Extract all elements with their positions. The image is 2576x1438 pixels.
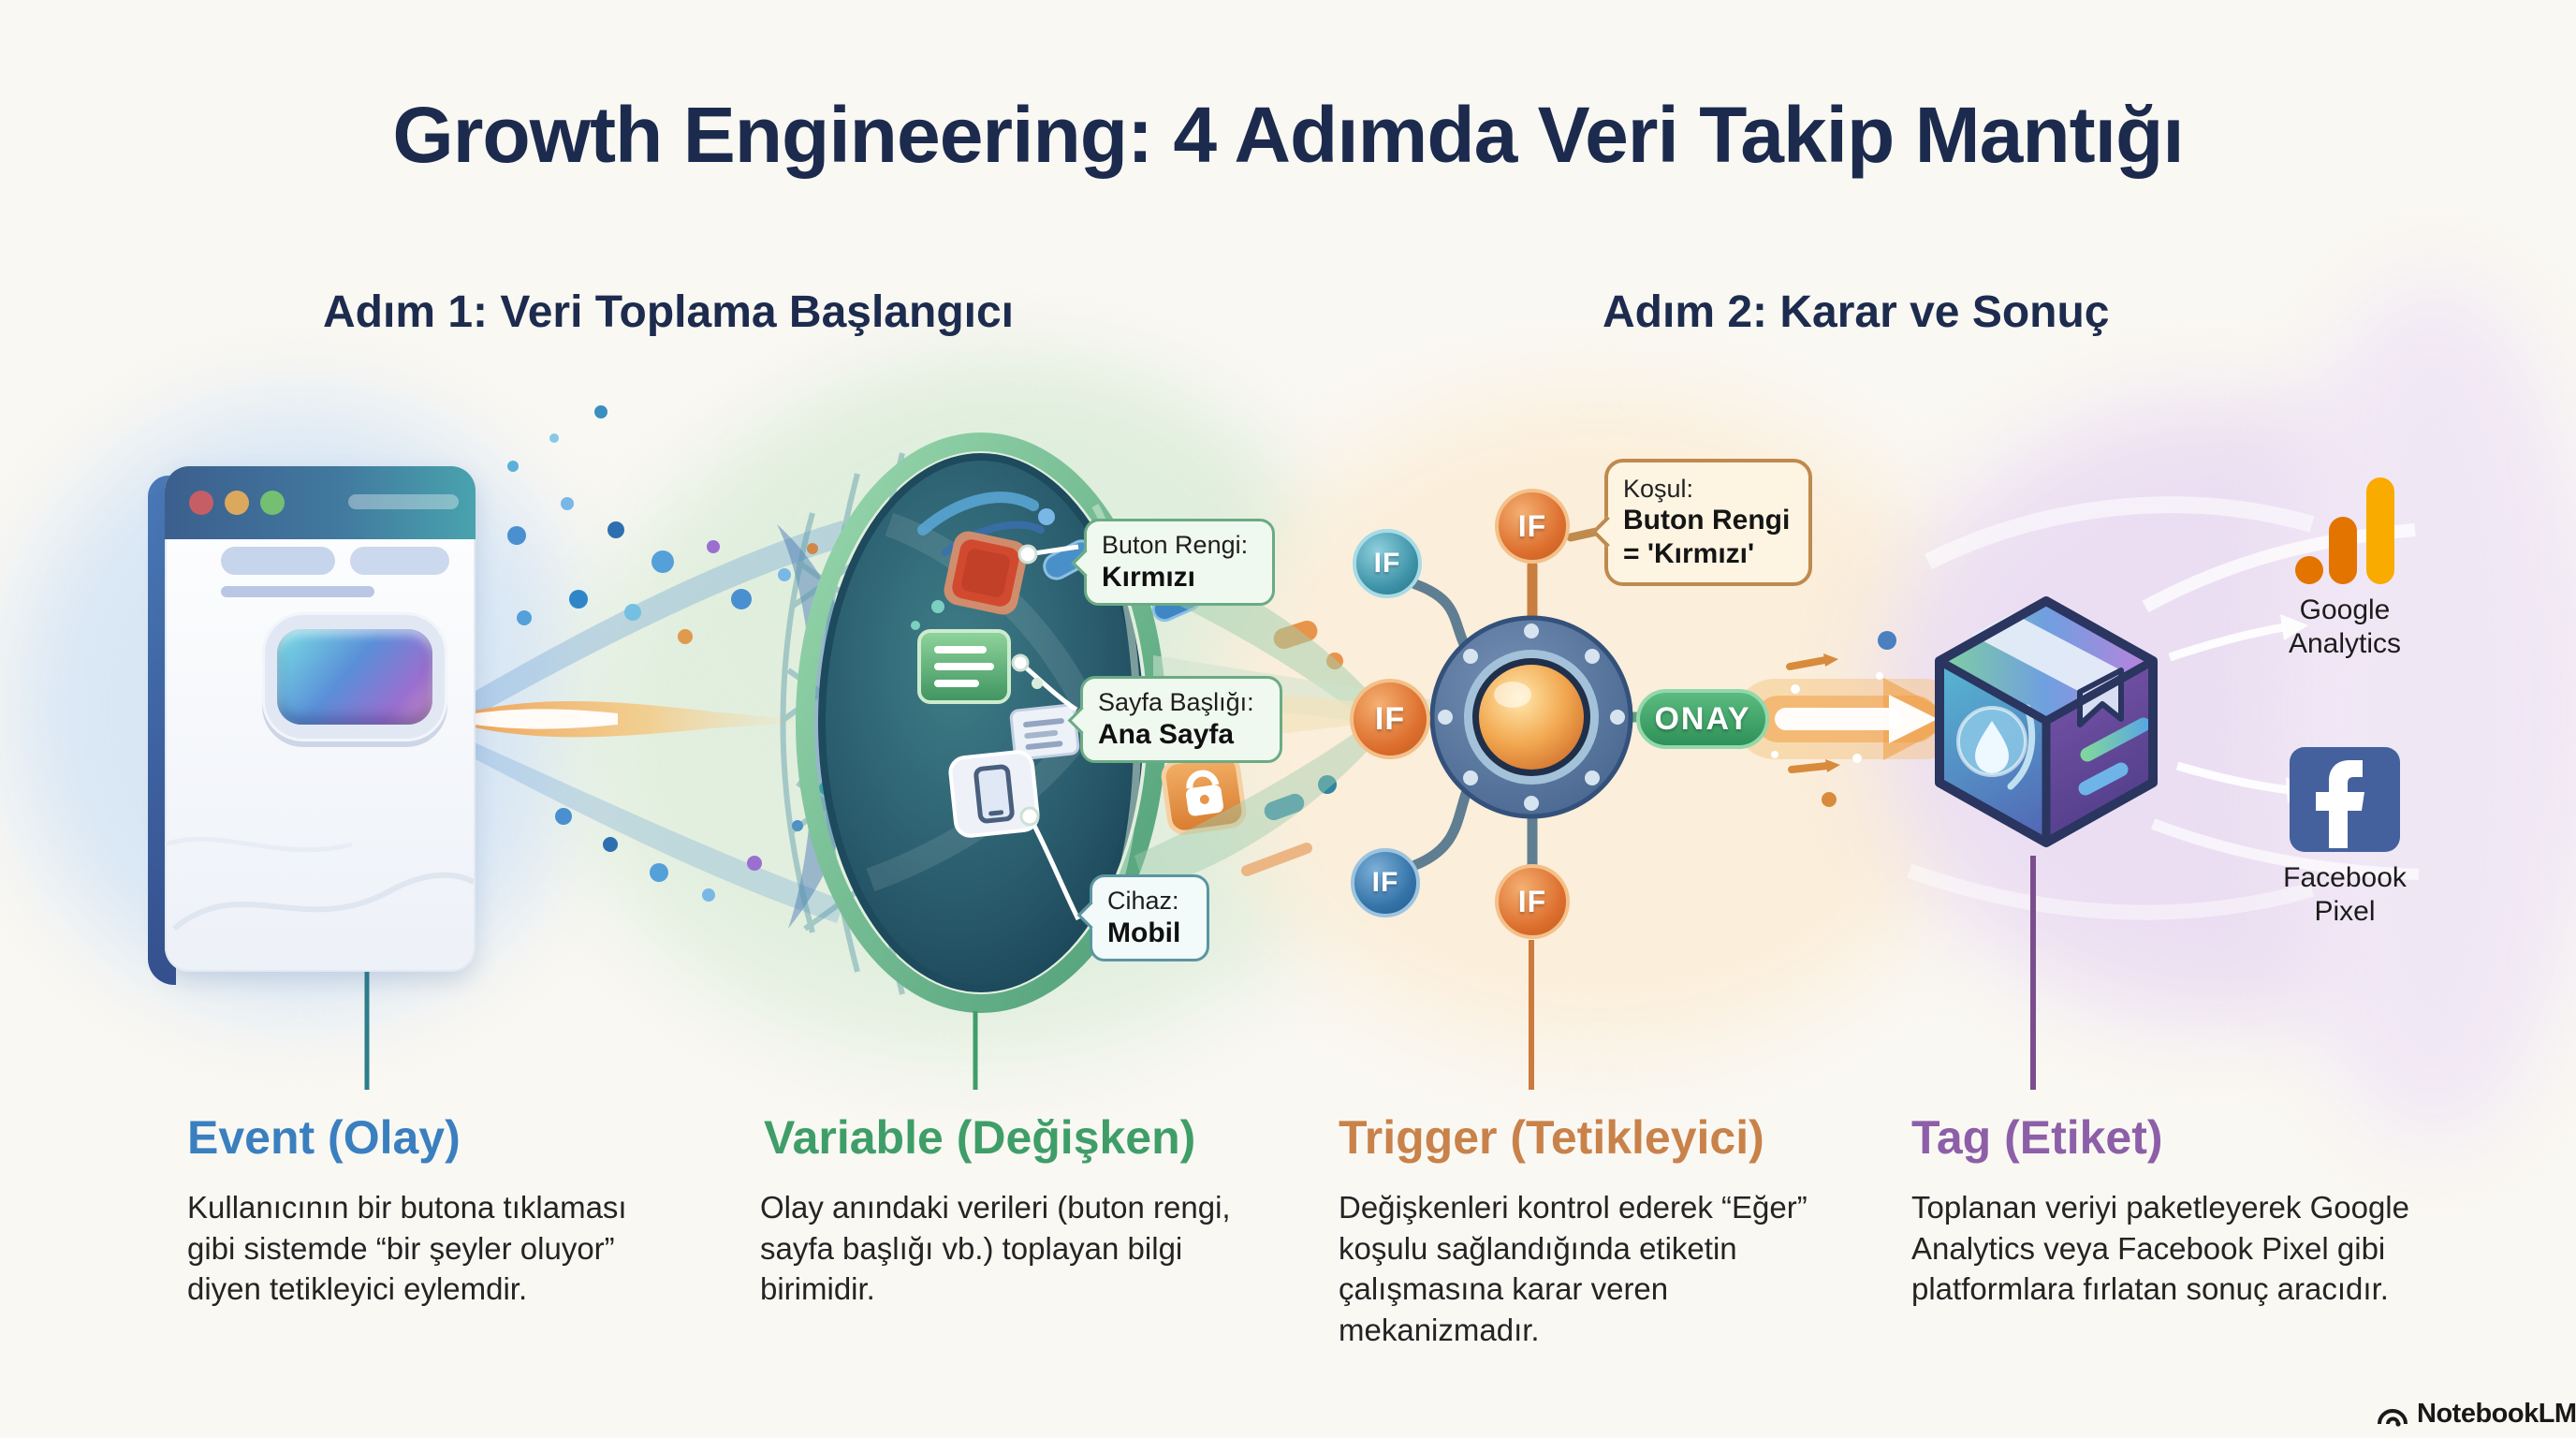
callout-connector-dots: [1011, 544, 1081, 921]
callout-label: Sayfa Başlığı:: [1098, 688, 1254, 716]
if-node-orange-left: IF: [1350, 679, 1430, 759]
callout-page-title: Sayfa Başlığı: Ana Sayfa: [1080, 676, 1282, 764]
if-node-blue: IF: [1351, 848, 1420, 917]
splash-dots: [244, 405, 832, 902]
column-description-trigger: Değişkenleri kontrol ederek “Eğer” koşul…: [1339, 1190, 1808, 1347]
mobile-device-icon: [948, 750, 1040, 838]
background-blob-purple-right: [2275, 281, 2576, 1142]
content-placeholder: [221, 547, 335, 575]
address-bar-placeholder: [348, 494, 459, 509]
content-placeholder: [350, 547, 449, 575]
callout-value: Ana Sayfa: [1098, 718, 1235, 750]
if-node-orange-top: IF: [1495, 489, 1570, 564]
callout-label: Buton Rengi:: [1102, 531, 1249, 559]
window-dot-yellow-icon: [225, 491, 249, 515]
content-placeholder: [221, 586, 374, 597]
callout-device: Cihaz: Mobil: [1090, 874, 1209, 962]
column-heading-event: Event (Olay): [187, 1111, 461, 1164]
notebooklm-icon: [2378, 1408, 2408, 1427]
google-analytics-label: Google Analytics: [2288, 594, 2402, 659]
lock-icon: [1161, 753, 1247, 835]
column-description-event: Kullanıcının bir butona tıklaması gibi s…: [187, 1190, 627, 1307]
approve-badge: ONAY: [1636, 689, 1769, 749]
facebook-f-glyph: [2316, 760, 2364, 848]
window-dot-red-icon: [189, 491, 213, 515]
column-description-tag: Toplanan veriyi paketleyerek Google Anal…: [1911, 1190, 2409, 1307]
tag-box-icon: [1907, 496, 2315, 920]
browser-window-illustration: [165, 466, 476, 972]
callout-button-color: Buton Rengi: Kırmızı: [1084, 519, 1275, 607]
cta-button-face: [277, 629, 432, 725]
cta-button-illustration: [262, 612, 447, 741]
window-dot-green-icon: [260, 491, 285, 515]
section-heading-step1: Adım 1: Veri Toplama Başlangıcı: [323, 287, 1014, 337]
callout-label: Cihaz:: [1107, 887, 1179, 915]
if-node-teal: IF: [1353, 529, 1422, 598]
watermark-text: NotebookLM: [2417, 1399, 2576, 1429]
column-description-variable: Olay anındaki verileri (buton rengi, say…: [760, 1190, 1231, 1307]
facebook-icon: [2290, 747, 2400, 852]
column-heading-variable: Variable (Değişken): [764, 1111, 1196, 1164]
page-list-icon: [917, 629, 1011, 704]
callout-value: Mobil: [1107, 917, 1181, 948]
condition-line2: = 'Kırmızı': [1623, 538, 1755, 570]
google-analytics-icon: [2295, 477, 2394, 584]
watermark: NotebookLM: [2376, 1399, 2576, 1430]
section-heading-step2: Adım 2: Karar ve Sonuç: [1603, 287, 2110, 337]
page-title: Growth Engineering: 4 Adımda Veri Takip …: [392, 91, 2184, 179]
if-node-orange-bottom: IF: [1495, 864, 1570, 939]
column-heading-tag: Tag (Etiket): [1911, 1111, 2163, 1164]
condition-bubble: Koşul: Buton Rengi = 'Kırmızı': [1604, 459, 1812, 587]
column-connector-lines: [364, 856, 2036, 1090]
note-icon: [1009, 703, 1080, 761]
condition-label: Koşul:: [1623, 475, 1694, 503]
condition-line1: Buton Rengi: [1623, 505, 1791, 536]
button-color-icon: [944, 531, 1028, 615]
browser-titlebar: [165, 466, 476, 539]
column-heading-trigger: Trigger (Tetikleyici): [1339, 1111, 1764, 1164]
trigger-hub-icon: [1429, 615, 1633, 819]
facebook-pixel-label: Facebook Pixel: [2283, 862, 2407, 927]
page-curves-decoration: [165, 836, 476, 932]
approve-beam: [1734, 631, 1965, 807]
callout-value: Kırmızı: [1102, 561, 1196, 593]
